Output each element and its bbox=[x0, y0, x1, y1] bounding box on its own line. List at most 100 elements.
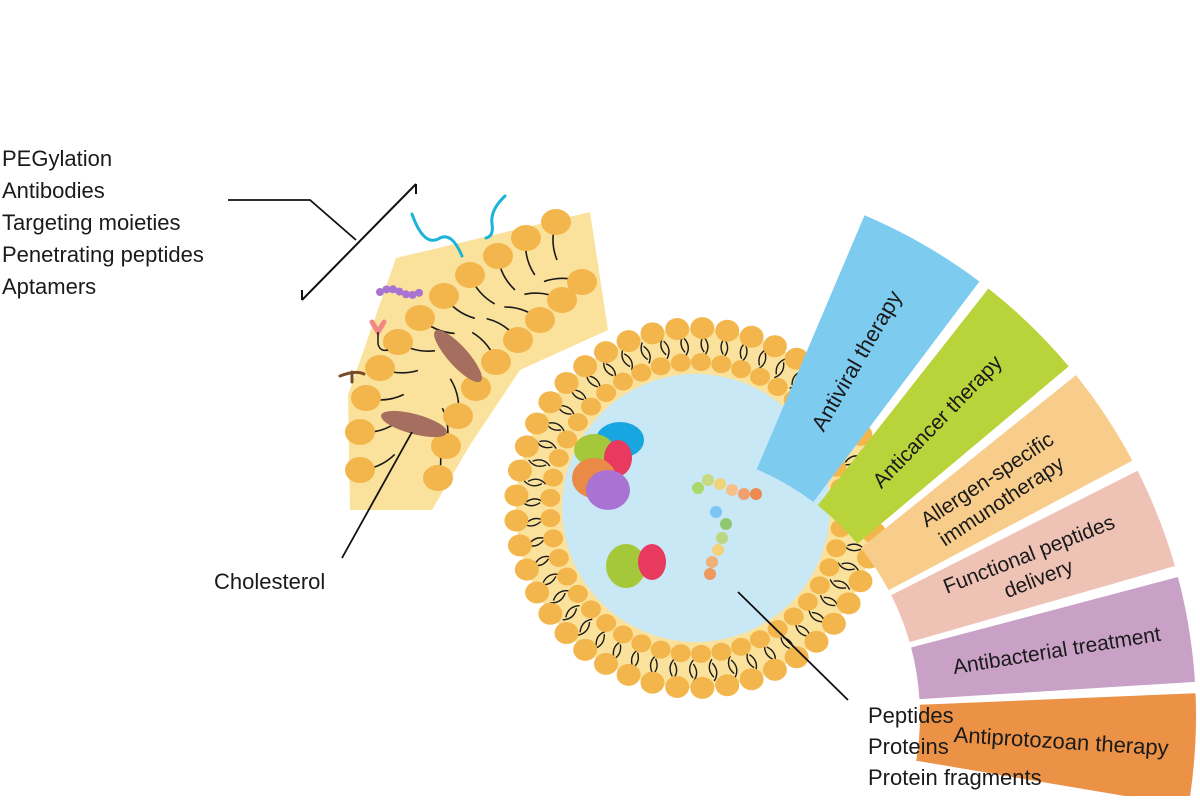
outer-head bbox=[514, 435, 539, 458]
bilayer-tail bbox=[841, 562, 859, 571]
inner-head bbox=[691, 353, 712, 372]
bilayer-tail bbox=[708, 658, 715, 678]
cutaway-head bbox=[351, 385, 381, 411]
outer-head bbox=[739, 668, 764, 691]
cutaway-head bbox=[547, 287, 577, 313]
outer-head bbox=[784, 646, 809, 669]
bilayer-tail bbox=[565, 605, 580, 618]
bilayer-tail bbox=[663, 340, 670, 360]
cutaway-head bbox=[483, 243, 513, 269]
label-antibodies: Antibodies bbox=[2, 178, 105, 203]
surface-leader-line bbox=[228, 199, 357, 241]
sector-fill bbox=[756, 215, 980, 502]
protein-blob bbox=[586, 470, 630, 510]
peptide-bead bbox=[692, 482, 704, 494]
inner-head bbox=[540, 509, 561, 528]
label-pegylation: PEGylation bbox=[2, 146, 113, 171]
label-aptamers: Aptamers bbox=[2, 274, 97, 299]
sector-fill bbox=[860, 375, 1133, 591]
peptide-bead bbox=[415, 288, 423, 297]
label-targeting-moieties: Targeting moieties bbox=[2, 210, 181, 235]
bilayer-tail bbox=[727, 655, 735, 675]
outer-head bbox=[594, 341, 618, 364]
cutaway-head bbox=[345, 419, 375, 445]
bilayer-tail bbox=[711, 662, 718, 682]
bilayer-tail bbox=[730, 659, 738, 678]
surface-ligands bbox=[338, 194, 507, 384]
cutaway-head bbox=[455, 262, 485, 288]
surface-bracket-ticks bbox=[301, 184, 417, 300]
bilayer-tail bbox=[528, 459, 547, 467]
outer-head bbox=[665, 317, 690, 340]
bilayer-tail bbox=[837, 562, 855, 571]
outer-head bbox=[573, 638, 598, 661]
protein-blob bbox=[606, 544, 646, 588]
sector-fill bbox=[891, 470, 1175, 643]
outer-head bbox=[848, 570, 873, 593]
outer-head bbox=[525, 581, 550, 604]
outer-head bbox=[538, 391, 563, 414]
outer-head bbox=[504, 484, 529, 507]
bilayer-tail bbox=[640, 342, 649, 361]
outer-head bbox=[507, 534, 532, 557]
sector-fill bbox=[916, 693, 1196, 801]
peg-chain bbox=[410, 212, 464, 258]
outer-head bbox=[538, 602, 563, 625]
bilayer-tail bbox=[523, 480, 543, 487]
inner-head bbox=[809, 576, 830, 595]
bilayer-tail bbox=[552, 590, 569, 601]
outer-head bbox=[573, 355, 598, 378]
inner-head bbox=[548, 548, 569, 567]
outer-head bbox=[514, 558, 539, 581]
outer-head bbox=[616, 330, 641, 353]
cutaway-head bbox=[567, 269, 597, 295]
inner-head bbox=[650, 640, 671, 659]
inner-head bbox=[691, 644, 712, 663]
inner-head bbox=[767, 377, 788, 396]
bilayer-tail bbox=[829, 579, 847, 589]
outer-head bbox=[821, 612, 846, 635]
inner-head bbox=[767, 620, 788, 639]
outer-head bbox=[690, 676, 715, 699]
cargo-leader-line bbox=[737, 591, 849, 701]
bilayer-tail bbox=[527, 478, 547, 485]
label-peptides: Peptides bbox=[868, 703, 954, 728]
inner-head bbox=[631, 634, 652, 653]
outer-head bbox=[715, 319, 740, 342]
peptide-bead bbox=[702, 474, 714, 486]
outer-head bbox=[739, 325, 764, 348]
inner-head bbox=[543, 468, 564, 487]
cutaway-head bbox=[345, 457, 375, 483]
inner-head bbox=[567, 584, 588, 603]
cholesterol-leader-line bbox=[341, 431, 413, 559]
bilayer-tail bbox=[643, 345, 651, 364]
bilayer-tail bbox=[621, 350, 631, 368]
bilayer-tail bbox=[623, 353, 633, 371]
bilayer-tail bbox=[833, 580, 851, 591]
peptide-bead bbox=[714, 478, 726, 490]
outer-head bbox=[690, 317, 715, 340]
cutaway-head bbox=[525, 307, 555, 333]
outer-head bbox=[525, 412, 550, 435]
peptide-bead bbox=[395, 287, 404, 296]
outer-head bbox=[640, 322, 665, 345]
bilayer-tail bbox=[539, 440, 557, 449]
surface-bracket bbox=[301, 183, 417, 301]
outer-head bbox=[594, 652, 618, 675]
inner-head bbox=[557, 430, 578, 449]
inner-head bbox=[596, 614, 617, 633]
sector-6: Antiprotozoan therapy bbox=[916, 693, 1196, 801]
inner-head bbox=[540, 488, 561, 507]
outer-head bbox=[715, 674, 740, 697]
outer-head bbox=[640, 671, 665, 694]
peptide-bead bbox=[389, 285, 397, 294]
outer-head bbox=[554, 371, 579, 394]
cutaway-head bbox=[365, 355, 395, 381]
antibody-stem bbox=[377, 332, 389, 352]
sector-fill bbox=[911, 577, 1195, 700]
outer-head bbox=[616, 663, 641, 686]
inner-head bbox=[826, 539, 847, 558]
bilayer-tail bbox=[774, 362, 785, 379]
aptamer bbox=[338, 370, 366, 384]
